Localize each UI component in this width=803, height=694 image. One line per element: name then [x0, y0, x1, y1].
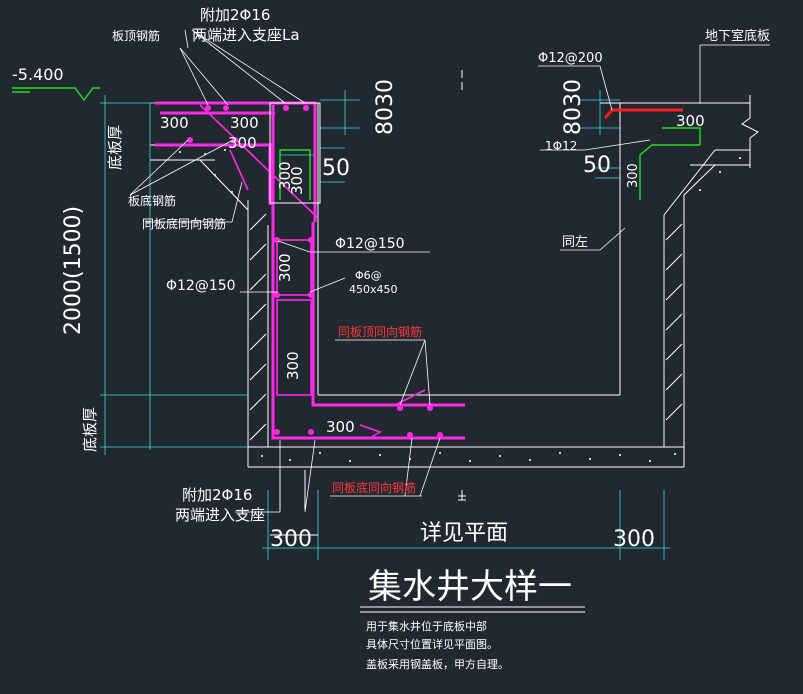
- same-as-slab-bottom-label: 同板底同向钢筋: [142, 216, 226, 231]
- wall-hatching-right: [665, 223, 683, 421]
- basement-slab-label: 地下室底板: [705, 28, 770, 44]
- dim-8030-b: 8030: [561, 79, 586, 135]
- dim-300-l: 300: [626, 163, 641, 188]
- note-line-3: 盖板采用钢盖板，甲方自理。: [366, 657, 509, 671]
- phi6-spacing-label: 450x450: [349, 283, 398, 296]
- elev-label: -5.400: [12, 65, 64, 84]
- top-add-label: 附加2Φ16: [200, 6, 270, 24]
- structure-outline: [150, 70, 759, 501]
- blinding-texture: [179, 149, 741, 462]
- depth-label: 2000(1500): [61, 206, 86, 335]
- reference-lines: [100, 90, 670, 560]
- dim-300-i: 300: [270, 527, 312, 552]
- dim-300-h: 300: [326, 418, 355, 436]
- same-left-label: 同左: [562, 235, 588, 250]
- dim-300-f: 300: [288, 166, 306, 195]
- phi12-200-label: Φ12@200: [538, 51, 603, 66]
- dim-50-a: 50: [322, 156, 350, 181]
- bot-add-label: 附加2Φ16: [182, 486, 252, 504]
- dim-300-d: 300: [276, 161, 294, 190]
- wall-hatching-left: [249, 213, 267, 441]
- dim-8030-a: 8030: [373, 79, 398, 135]
- dim-300-a: 300: [160, 114, 189, 132]
- dim-300-j: 300: [613, 527, 655, 552]
- see-plan-label: 详见平面: [420, 521, 508, 546]
- bot-add-anchor-label: 两端进入支座: [175, 506, 265, 524]
- dim-300-g: 300: [284, 351, 302, 380]
- note-line-2: 具体尺寸位置详见平面图。: [366, 637, 498, 651]
- dim-300-e: 300: [276, 253, 294, 282]
- green-rebar: [12, 87, 701, 200]
- dim-50-b: 50: [583, 153, 611, 178]
- phi12-1-label: 1Φ12: [545, 139, 577, 153]
- phi6-label: Φ6@: [355, 269, 382, 282]
- same-as-slab-bottom-2-label: 同板底同向钢筋: [332, 480, 416, 495]
- phi12-150-a-label: Φ12@150: [335, 236, 405, 252]
- dim-300-b: 300: [230, 114, 259, 132]
- top-add-anchor-label: 两端进入支座La: [192, 26, 300, 44]
- slab-bottom-bar-label: 板底钢筋: [128, 193, 176, 208]
- drawing-title: 集水井大样一: [368, 567, 572, 607]
- slab-top-bar-label: 板顶钢筋: [112, 28, 160, 43]
- dim-300-k: 300: [676, 112, 705, 130]
- dim-300-c: 300: [228, 134, 257, 152]
- same-as-slab-top-label: 同板顶同向钢筋: [338, 324, 422, 339]
- note-line-1: 用于集水井位于底板中部: [366, 619, 487, 633]
- slab-thick-bottom-label: 底板厚: [81, 407, 99, 452]
- phi12-150-b-label: Φ12@150: [166, 278, 236, 294]
- red-top-bar: [603, 108, 683, 119]
- leader-lines: [129, 29, 770, 513]
- slab-thick-top-label: 底板厚: [106, 125, 124, 170]
